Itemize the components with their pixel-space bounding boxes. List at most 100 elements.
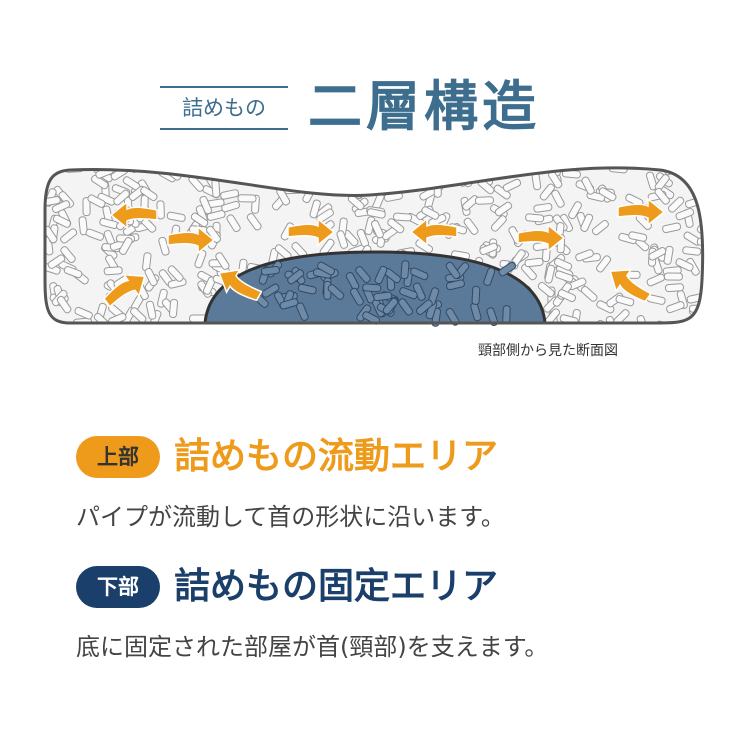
upper-description: パイプが流動して首の形状に沿います。 <box>76 503 505 531</box>
pipe <box>74 306 93 320</box>
upper-badge: 上部 <box>76 436 160 478</box>
pipe <box>539 183 555 201</box>
pipe <box>371 167 388 181</box>
pipe <box>580 213 594 232</box>
pipe <box>471 285 481 305</box>
pipe <box>327 284 345 300</box>
pipe <box>261 283 280 298</box>
pipe <box>663 245 674 265</box>
pipe <box>206 210 226 221</box>
pipe <box>260 167 280 174</box>
pipe <box>354 176 372 192</box>
pipe <box>63 266 83 279</box>
pipe <box>525 213 545 223</box>
pipe <box>524 257 544 268</box>
pipe <box>52 214 72 228</box>
pipe <box>296 302 309 321</box>
pipe <box>93 312 111 323</box>
pipe <box>199 195 213 215</box>
pipe <box>648 247 667 261</box>
pipe <box>666 301 685 314</box>
pipe <box>668 196 685 213</box>
pipe <box>349 287 364 306</box>
pipe <box>410 267 429 281</box>
orange-flow-arrow-icon <box>287 217 336 247</box>
pipe <box>399 287 418 300</box>
orange-flow-arrow-icon <box>517 223 566 253</box>
pipe <box>554 270 574 283</box>
subtitle-label: 詰めもの <box>160 86 288 130</box>
pipe <box>398 298 414 316</box>
pipe <box>287 269 305 285</box>
pipe <box>51 200 71 214</box>
pipe <box>336 230 349 249</box>
pipe <box>393 212 413 222</box>
pipe <box>382 297 399 315</box>
orange-flow-arrow-icon <box>109 200 158 230</box>
pipe <box>237 194 257 203</box>
pipe <box>317 261 336 276</box>
pipe <box>421 206 440 220</box>
pipe <box>103 266 123 276</box>
pipe <box>521 263 537 281</box>
pipe <box>581 176 595 195</box>
pipe <box>654 187 670 205</box>
orange-flow-arrow-icon <box>103 273 146 308</box>
pipe <box>56 295 72 314</box>
orange-flow-arrow-icon <box>617 197 666 227</box>
pipe <box>445 307 460 326</box>
pipe <box>615 294 635 307</box>
pipe <box>118 237 133 255</box>
pipe <box>575 249 594 262</box>
pipe <box>544 308 561 323</box>
pipe <box>568 201 582 220</box>
lower-pipe-pattern <box>252 260 516 327</box>
pipe <box>341 173 361 184</box>
pipe <box>334 170 354 180</box>
pipe <box>400 260 410 280</box>
pipe-filling-pattern <box>45 167 703 335</box>
pipe <box>580 285 598 302</box>
pipe <box>474 196 494 205</box>
pipe <box>202 276 216 295</box>
pipe <box>130 307 147 323</box>
page-title: 二層構造 <box>308 75 540 138</box>
pipe <box>45 319 58 323</box>
pipe <box>166 211 186 222</box>
pipe <box>384 167 397 186</box>
orange-flow-arrow-icon <box>218 268 263 302</box>
pipe <box>645 171 658 191</box>
pipe <box>567 326 586 335</box>
pipe <box>151 167 170 170</box>
pipe <box>551 189 565 208</box>
pipe <box>557 289 577 303</box>
pipe <box>366 208 386 219</box>
pipe <box>662 222 682 234</box>
pipe <box>373 291 393 302</box>
pipe <box>544 264 556 284</box>
pipe <box>416 299 433 315</box>
pipe <box>190 212 209 228</box>
pipe <box>502 178 522 192</box>
pipe <box>628 231 648 242</box>
pipe <box>483 267 496 286</box>
pipe <box>664 283 685 293</box>
pillow-outline <box>43 166 705 325</box>
orange-flow-arrow-icon <box>167 225 216 255</box>
pipe <box>156 200 165 220</box>
pipe <box>85 228 105 241</box>
pipe <box>169 298 179 318</box>
pipe <box>78 216 88 236</box>
pipe <box>113 189 130 206</box>
orange-flow-arrow-icon <box>609 268 652 303</box>
pipe <box>309 199 321 219</box>
pipe <box>605 315 618 323</box>
pipe <box>221 200 240 213</box>
lower-heading: 詰めもの固定エリア <box>174 566 499 607</box>
pipe <box>509 167 519 178</box>
lower-badge: 下部 <box>76 566 160 608</box>
pipe <box>502 305 511 325</box>
pipe <box>368 171 378 191</box>
pipe <box>663 272 683 281</box>
pipe <box>233 167 244 173</box>
